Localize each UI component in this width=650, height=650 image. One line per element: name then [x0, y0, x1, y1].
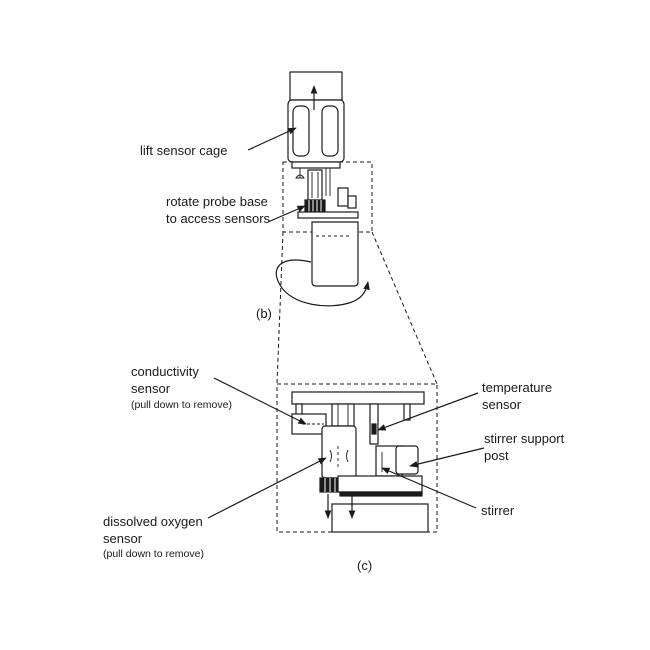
label-dissolved-oxygen-2: sensor: [103, 531, 143, 546]
panel-label-b: (b): [256, 306, 272, 321]
projection-line: [276, 231, 284, 385]
probe-detail-c: [291, 391, 429, 533]
label-stirrer: stirrer: [481, 503, 515, 518]
probe-base: [275, 221, 370, 307]
label-stirrer-support-2: post: [484, 448, 509, 463]
leader-rotate-base: [267, 205, 306, 223]
label-conductivity-note: (pull down to remove): [131, 399, 232, 411]
label-conductivity-2: sensor: [131, 381, 171, 396]
label-stirrer-support-1: stirrer support: [484, 431, 565, 446]
leader-stirrer: [381, 467, 477, 509]
label-rotate-probe-base-1: rotate probe base: [166, 194, 268, 209]
panel-label-c: (c): [357, 558, 373, 573]
label-dissolved-oxygen-1: dissolved oxygen: [103, 514, 203, 529]
projection-line: [371, 231, 438, 385]
label-conductivity-1: conductivity: [131, 364, 199, 379]
probe-body-b: [291, 161, 359, 219]
label-lift-sensor-cage: lift sensor cage: [140, 143, 228, 158]
label-dissolved-oxygen-note: (pull down to remove): [103, 548, 204, 560]
label-rotate-probe-base-2: to access sensors: [166, 211, 271, 226]
leader-stirrer-support: [409, 447, 485, 468]
label-temperature-2: sensor: [482, 397, 522, 412]
leader-dissolved-oxygen: [207, 457, 327, 519]
label-temperature-1: temperature: [482, 380, 553, 395]
sensor-cage: [287, 71, 345, 163]
leader-temperature: [377, 392, 479, 431]
leader-lift-cage: [247, 127, 297, 151]
leader-conductivity: [213, 377, 307, 425]
